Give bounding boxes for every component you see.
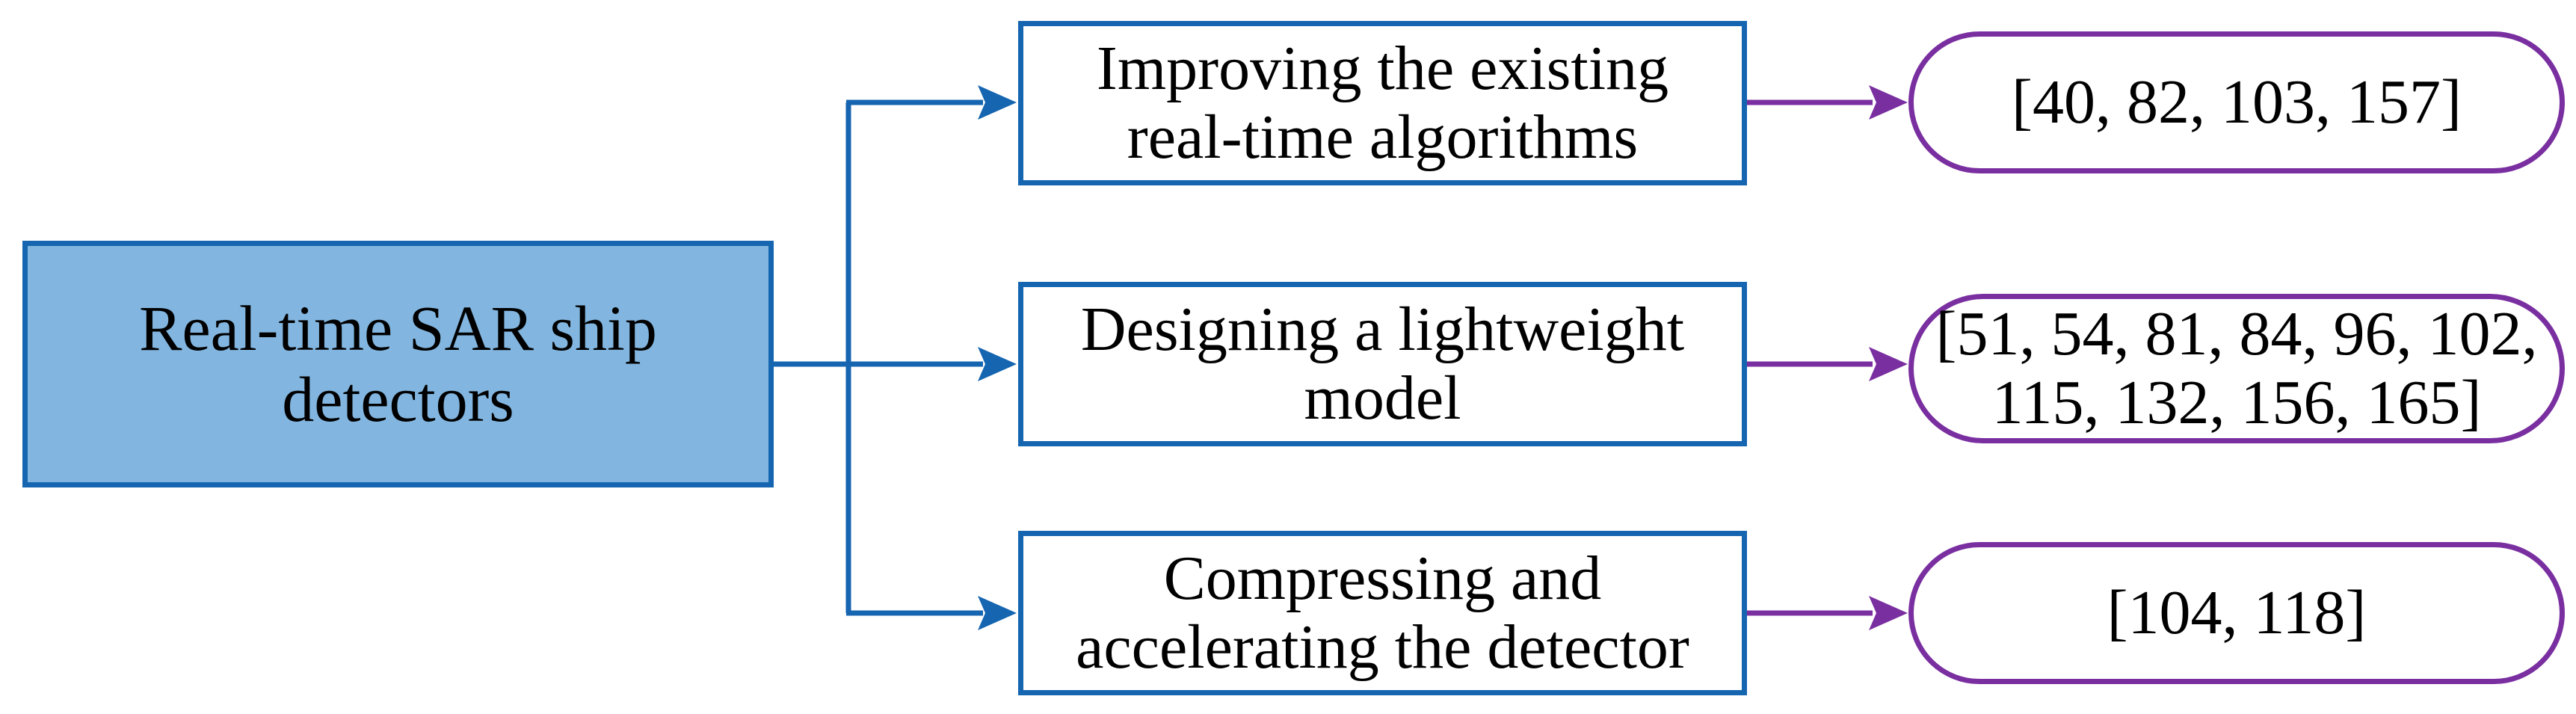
- ref-arrow-1-head: [1869, 85, 1908, 120]
- reference-node-3: [104, 118]: [1908, 542, 2565, 684]
- reference-node-1: [40, 82, 103, 157]: [1908, 31, 2565, 173]
- method-node-compressing-accelerating-detector: Compressing and accelerating the detecto…: [1018, 531, 1747, 695]
- method-node-2-label-line-2: model: [1304, 363, 1461, 433]
- branch-arrow-1-head: [978, 85, 1017, 120]
- method-node-2-label-line-1: Designing a lightweight: [1080, 294, 1685, 364]
- method-node-3-label: Compressing and accelerating the detecto…: [1076, 544, 1689, 683]
- reference-node-2-label-line-1: [51, 54, 81, 84, 96, 102,: [1935, 298, 2538, 369]
- branch-arrow-2-head: [978, 347, 1017, 381]
- method-node-3-label-line-1: Compressing and: [1163, 543, 1602, 613]
- reference-node-1-label-line-1: [40, 82, 103, 157]: [2012, 67, 2462, 137]
- root-node-real-time-sar-ship-detectors: Real-time SAR ship detectors: [22, 241, 774, 487]
- reference-node-3-label-line-1: [104, 118]: [2107, 577, 2367, 647]
- ref-arrow-2-head: [1869, 347, 1908, 381]
- method-node-improving-existing-algorithms: Improving the existing real-time algorit…: [1018, 21, 1747, 185]
- method-node-designing-lightweight-model: Designing a lightweight model: [1018, 282, 1747, 446]
- method-node-1-label: Improving the existing real-time algorit…: [1097, 34, 1668, 173]
- root-node-label-line-2: detectors: [282, 363, 514, 435]
- root-node-label: Real-time SAR ship detectors: [139, 293, 657, 434]
- branch-arrow-3-head: [978, 596, 1017, 630]
- method-node-3-label-line-2: accelerating the detector: [1076, 612, 1689, 682]
- method-node-1-label-line-2: real-time algorithms: [1127, 102, 1639, 172]
- method-node-1-label-line-1: Improving the existing: [1096, 33, 1669, 103]
- root-node-label-line-1: Real-time SAR ship: [139, 292, 657, 365]
- reference-node-2-label: [51, 54, 81, 84, 96, 102, 115, 132, 156,…: [1935, 298, 2538, 438]
- reference-node-1-label: [40, 82, 103, 157]: [2012, 67, 2462, 137]
- method-node-2-label: Designing a lightweight model: [1081, 295, 1684, 434]
- reference-node-2-label-line-2: 115, 132, 156, 165]: [1991, 368, 2482, 437]
- reference-node-2: [51, 54, 81, 84, 96, 102, 115, 132, 156,…: [1908, 294, 2565, 443]
- reference-node-3-label: [104, 118]: [2107, 577, 2367, 647]
- ref-arrow-3-head: [1869, 596, 1908, 630]
